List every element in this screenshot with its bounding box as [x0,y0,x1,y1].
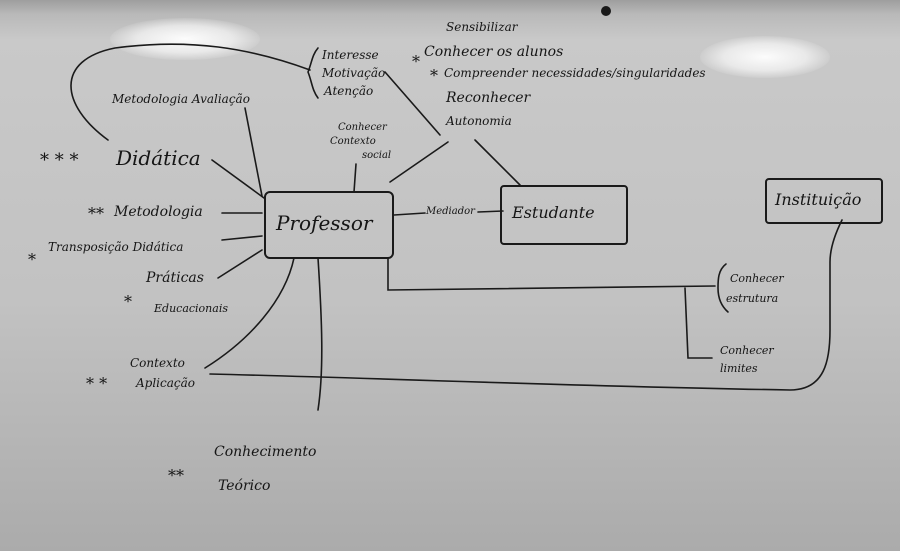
estrutura-label: estrutura [726,292,779,305]
light-glare-left [110,18,260,60]
line-contexto-aplicacao [204,257,295,369]
educacionais-label: Educacionais [154,302,228,315]
line-praticas [217,249,263,279]
mediador-label: Mediador [426,206,475,217]
atencao-label: Atenção [324,84,374,98]
line-professor-estrutura [387,257,716,291]
professor-label: Professor [276,211,373,235]
aplicacao-label: Aplicação [136,376,195,390]
star-icon: * [28,250,36,269]
metodologia-avaliacao-label: Metodologia Avaliação [112,92,250,106]
interesse-label: Interesse [322,48,379,62]
star-icon: ** [168,466,184,485]
contexto-aplicacao-label: Contexto [130,356,185,370]
limites-label: limites [720,362,758,375]
contexto-label: Contexto [330,136,376,147]
conhecimento-label: Conhecimento [214,444,317,460]
star-icon: * * * [40,150,79,171]
line-transposicao [221,235,263,241]
transposicao-label: Transposição Didática [48,240,184,254]
metodologia-label: Metodologia [114,204,203,220]
reconhecer-label: Reconhecer [446,90,531,106]
star-icon: * [412,52,420,71]
social-label: social [362,150,392,161]
line-conhecimento [317,257,323,411]
line-interesse-sensibilizar [384,71,441,136]
line-didatica [211,159,265,199]
instituicao-label: Instituição [775,190,862,209]
arc-didatica-interesse [70,43,311,141]
line-contexto-professor [353,163,357,193]
conhecer-estrutura-label: Conhecer [730,272,784,285]
board-pin-icon [601,6,611,16]
professor-node: Professor [264,191,394,259]
line-sensibilizar-estudante [474,139,521,186]
star-icon: * [430,66,438,85]
line-professor-sensibilizar [389,141,449,183]
line-estrutura-down [684,287,713,359]
estudante-label: Estudante [512,203,595,222]
brace-estrutura [717,263,729,313]
instituicao-node: Instituição [765,178,883,224]
star-icon: * * [86,374,108,393]
line-mediador-estudante [477,210,504,213]
motivacao-label: Motivação [322,66,386,80]
conhecer-limites-label: Conhecer [720,344,774,357]
autonomia-label: Autonomia [446,114,512,128]
conhecer-contexto-label: Conhecer [338,122,387,133]
line-contexto-instituicao [209,219,843,391]
estudante-node: Estudante [500,185,628,245]
light-glare-right [700,36,830,78]
sensibilizar-title: Sensibilizar [446,20,518,34]
didatica-label: Didática [116,146,201,170]
compreender-label: Compreender necessidades/singularidades [444,66,706,80]
teorico-label: Teórico [218,478,271,494]
interesse-brace [307,47,319,99]
star-icon: * [124,292,132,311]
conhecer-alunos-label: Conhecer os alunos [424,44,564,60]
praticas-label: Práticas [146,270,204,286]
star-icon: ** [88,204,104,223]
line-professor-mediador [393,212,426,216]
line-metodologia-avaliacao [244,107,263,197]
